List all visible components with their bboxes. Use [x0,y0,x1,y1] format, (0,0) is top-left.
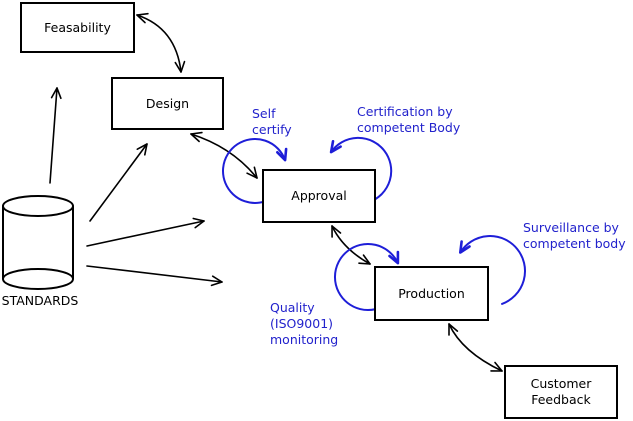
arrow-approval-production [331,225,371,265]
arrow-standards-to-feasability [49,87,62,184]
annotation-self-certify: Self certify [252,106,292,137]
database-cylinder-icon [2,195,74,290]
node-feasability: Feasability [20,2,135,53]
loop-surveillance [459,235,526,305]
arrow-standards-to-production [86,265,223,287]
arrow-design-approval [190,131,258,179]
arrow-feasability-design [136,12,186,73]
arrow-production-customer-feedback [448,323,503,372]
arrow-standards-to-approval [86,217,205,247]
annotation-surveillance: Surveillance by competent body [523,220,626,251]
node-design: Design [111,77,224,130]
arrow-standards-to-design [89,143,148,222]
annotation-certification: Certification by competent Body [357,104,461,135]
node-customer-feedback: Customer Feedback [504,365,618,419]
annotation-quality: Quality (ISO9001) monitoring [270,300,339,347]
loop-certification [329,136,393,203]
standards-label: STANDARDS [1,293,79,308]
node-production: Production [374,266,489,321]
node-approval: Approval [262,169,376,223]
